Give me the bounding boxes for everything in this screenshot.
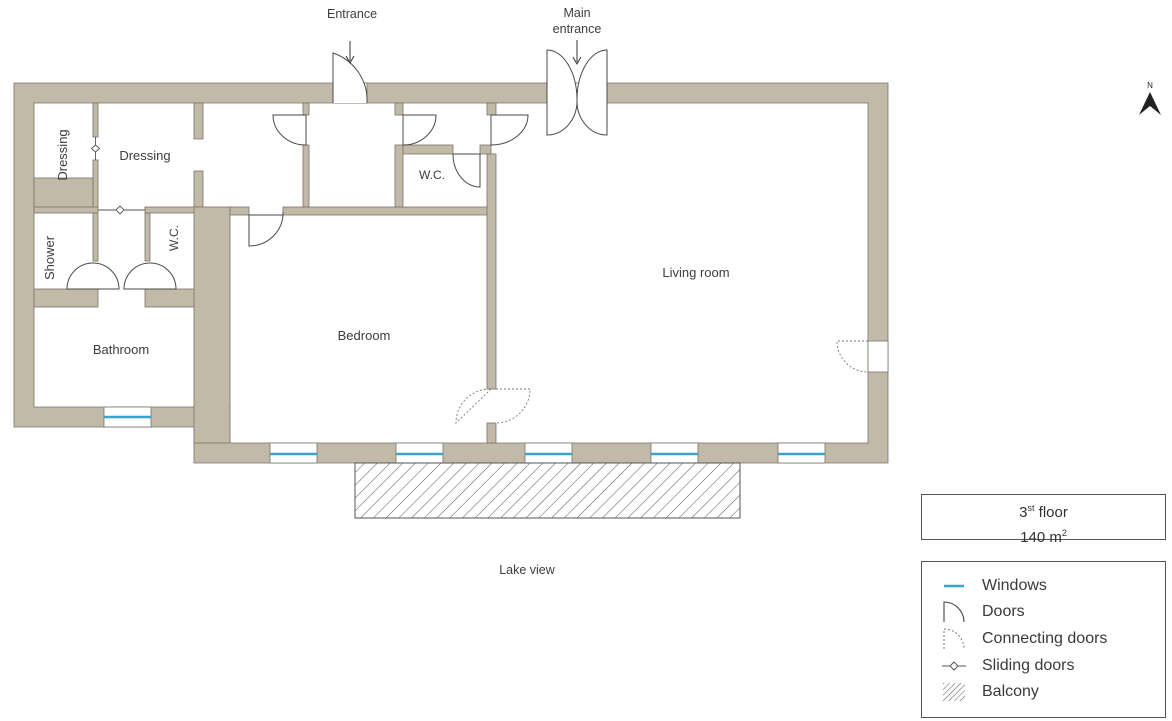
sliding-door-icon (942, 661, 966, 671)
walls (13, 82, 889, 464)
label-dressing-left: Dressing (55, 129, 70, 180)
partition (92, 102, 99, 138)
label-entrance: Entrance (327, 7, 377, 21)
door-entrance (332, 52, 368, 104)
door-main-entrance-right (576, 49, 608, 136)
partition (229, 206, 250, 216)
connecting-doors (455, 340, 869, 425)
door-bedroom (248, 211, 284, 247)
doors (66, 49, 608, 290)
partition (394, 144, 404, 208)
partition (144, 212, 151, 262)
partition (33, 206, 99, 214)
label-living-room: Living room (662, 265, 729, 280)
door-wc-hall-inner (452, 153, 481, 188)
partition (282, 206, 492, 216)
connecting-door-living-east (836, 340, 869, 373)
label-main-entrance-2: entrance (553, 22, 602, 36)
partition (193, 206, 231, 444)
partition (144, 288, 196, 308)
partition (402, 144, 454, 155)
label-lake-view: Lake view (499, 563, 556, 577)
legend-item-balcony: Balcony (940, 681, 1039, 703)
partition (302, 102, 310, 116)
floor-info-box: 3st floor 140 m2 (921, 494, 1166, 546)
sliding-door-shower-wc (98, 205, 145, 215)
partition (486, 153, 497, 390)
partition (302, 144, 310, 208)
partition (92, 212, 99, 262)
legend-item-sliding-doors: Sliding doors (940, 655, 1075, 677)
sliding-doors (90, 137, 145, 215)
north-arrow-icon: N (1139, 81, 1161, 115)
connecting-door-bedroom-living-2 (495, 388, 531, 424)
partition (193, 170, 204, 208)
floor-number: 3st floor (1019, 503, 1068, 521)
entrance-arrows (345, 40, 582, 66)
label-bedroom: Bedroom (338, 328, 391, 343)
door-wc-hall-outer (490, 114, 529, 146)
partition (486, 422, 497, 444)
label-dressing: Dressing (119, 148, 170, 163)
sliding-door-dressing (90, 137, 101, 160)
label-bathroom: Bathroom (93, 342, 149, 357)
door-shower (66, 262, 120, 290)
label-wc-hall: W.C. (419, 168, 445, 182)
legend-item-connecting-doors: Connecting doors (940, 628, 1107, 650)
connecting-door-bedroom-living (455, 388, 492, 425)
door-main-entrance-left (546, 49, 578, 136)
label-main-entrance-1: Main (563, 6, 590, 20)
svg-text:N: N (1147, 81, 1153, 90)
window-icon (944, 584, 964, 588)
floor-area: 140 m2 (1020, 528, 1067, 546)
partition (92, 159, 99, 208)
partition (144, 206, 196, 214)
balcony (354, 462, 741, 519)
legend-item-doors: Doors (940, 601, 1025, 623)
partition (479, 144, 492, 155)
label-shower: Shower (42, 235, 57, 280)
partition (33, 177, 94, 213)
partition (33, 288, 99, 308)
partition (486, 102, 497, 116)
door-bathroom (123, 262, 177, 290)
partition (193, 102, 204, 140)
door-icon (943, 601, 965, 623)
balcony-icon (943, 683, 965, 701)
connecting-door-icon (943, 628, 965, 650)
legend: Windows Doors Connecting doors Sliding d… (921, 561, 1166, 718)
partition (394, 102, 404, 116)
door-hall-right (402, 114, 437, 146)
label-wc-bath: W.C. (167, 225, 181, 251)
legend-item-windows: Windows (940, 575, 1047, 597)
windows (104, 415, 825, 456)
door-hall-left (272, 114, 307, 146)
